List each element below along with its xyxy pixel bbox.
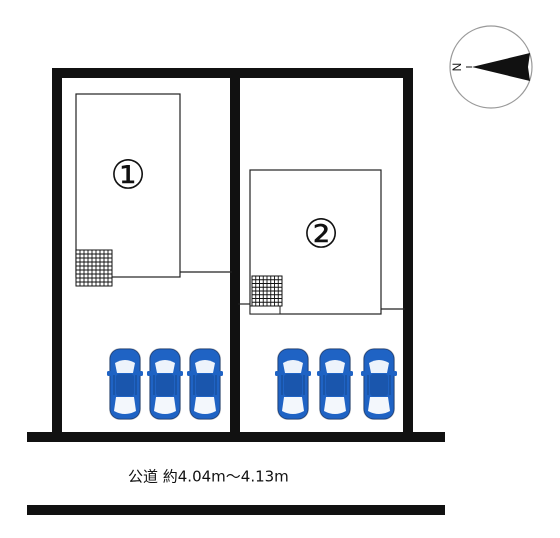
lot2-entrance-grid bbox=[251, 275, 283, 307]
divider-wall bbox=[230, 68, 240, 438]
road-edge-top bbox=[27, 432, 445, 442]
parked-car bbox=[187, 348, 223, 420]
lot1-building: ① bbox=[75, 93, 232, 287]
parked-car bbox=[275, 348, 311, 420]
lot1-number: ① bbox=[110, 154, 146, 198]
road-label: 公道 約4.04m〜4.13m bbox=[128, 468, 289, 486]
right-wall bbox=[403, 68, 413, 438]
parking-cars bbox=[107, 348, 397, 420]
left-wall bbox=[52, 68, 62, 438]
parked-car bbox=[361, 348, 397, 420]
lot1-entrance-grid bbox=[75, 249, 113, 287]
compass-needle bbox=[472, 53, 530, 81]
parked-car bbox=[107, 348, 143, 420]
parked-car bbox=[147, 348, 183, 420]
north-label: N bbox=[450, 63, 464, 72]
lot2-building: ② bbox=[238, 169, 405, 315]
lot-boundaries bbox=[27, 68, 445, 515]
road-edge-bottom bbox=[27, 505, 445, 515]
parked-car bbox=[317, 348, 353, 420]
lot1-footprint bbox=[75, 93, 181, 278]
compass: N bbox=[449, 25, 533, 109]
lot2-step bbox=[249, 305, 281, 315]
lot2-number: ② bbox=[303, 213, 339, 257]
